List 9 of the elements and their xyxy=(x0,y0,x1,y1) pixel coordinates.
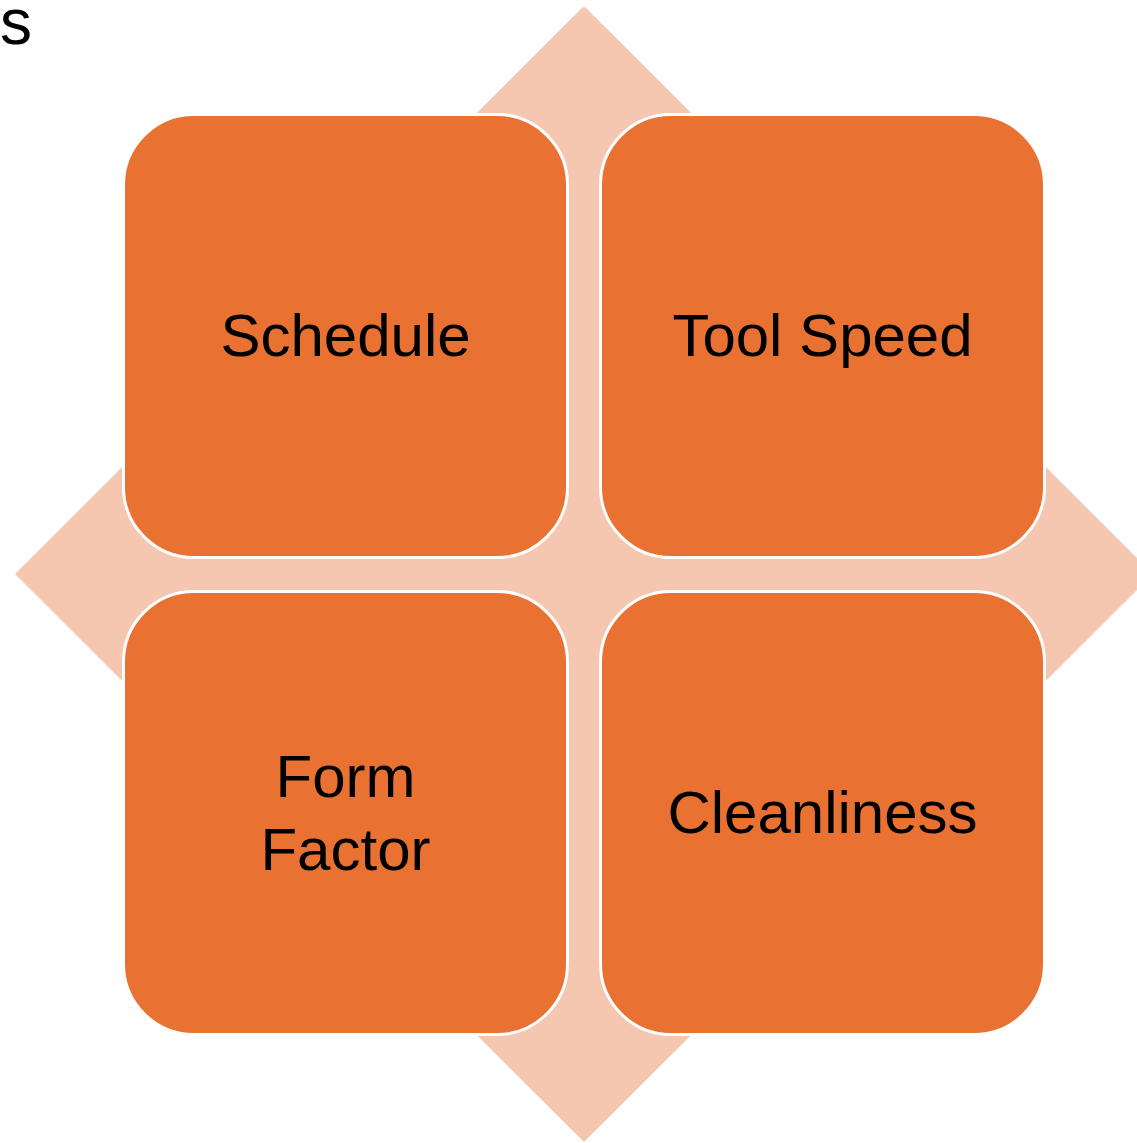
box-label: Schedule xyxy=(220,301,471,372)
rounded-box xyxy=(599,113,1046,559)
box-label: Cleanliness xyxy=(667,778,978,849)
rounded-box xyxy=(122,113,569,559)
rounded-box xyxy=(599,590,1046,1036)
partial-title: s xyxy=(0,0,32,54)
box-label: Form Factor xyxy=(259,741,432,885)
rounded-box xyxy=(122,590,569,1036)
box-label: Tool Speed xyxy=(672,301,973,372)
